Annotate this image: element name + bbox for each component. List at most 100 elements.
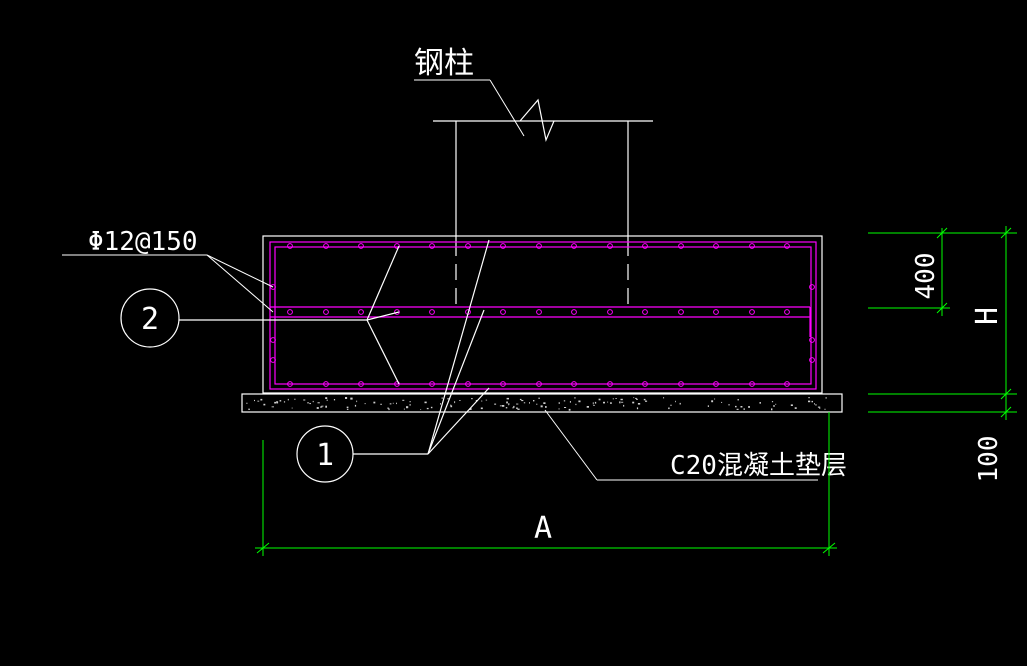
rebar-dot [607,381,613,387]
hatch-speck [279,400,282,402]
hatch-speck [521,400,524,402]
hatch-speck [819,407,821,409]
rebar-dot [784,309,790,315]
hatch-speck [430,406,433,409]
hatch-speck [325,397,328,399]
hatch-speck [771,401,774,403]
dimension-a [255,412,837,556]
hatch-speck [450,405,453,408]
hatch-speck [668,407,670,410]
hatch-speck [615,398,617,399]
hatch-speck [586,406,589,408]
hatch-speck [356,400,358,403]
dim-400-tick-bottom [936,302,948,314]
rebar-dot [678,309,684,315]
rebar-dot [358,381,364,387]
hatch-speck [345,397,348,399]
hatch-speck [424,401,427,404]
rebar-inner-stirrup [274,246,812,385]
hatch-speck [533,400,535,402]
hatch-speck [409,401,411,403]
callout-2-branch-mid [366,311,400,321]
hatch-speck [610,402,612,404]
rebar-dot [571,243,577,249]
callout-1-branch-mid [427,309,485,455]
hatch-speck [303,399,306,401]
hatch-speck [623,404,625,407]
hatch-speck [519,398,522,401]
rebar-dot [571,381,577,387]
rebar-spec-leader-1 [206,254,274,288]
hatch-speck [635,397,637,399]
hatch-speck [578,400,581,403]
hatch-speck [670,404,672,406]
rebar-dots [270,243,815,387]
hatch-speck [513,405,515,408]
rebar-dot [784,243,790,249]
rebar-spec-label: Φ12@150 [88,227,198,257]
hatch-speck [294,398,296,400]
callout-2-circle [120,288,180,348]
hatch-speck [711,400,714,403]
hatch-speck [471,398,473,400]
rebar-dot [323,381,329,387]
hatch-speck [485,399,488,401]
dimension-400-label: 400 [911,253,941,300]
hatch-speck [815,404,817,406]
rebar-dot [642,381,648,387]
rebar-dot [287,243,293,249]
hatch-speck [246,402,248,404]
dim-a-tick-right [822,542,836,554]
steel-column [433,98,653,310]
hatch-speck [663,397,665,399]
column-label: 钢柱 [414,46,474,81]
hatch-speck [633,397,635,399]
hatch-speck [593,404,595,406]
rebar-dot [500,381,506,387]
hatch-speck [512,407,514,409]
hatch-speck [364,403,366,405]
hatch-speck [325,405,327,408]
hatch-speck [775,403,777,405]
hatch-speck [426,407,429,410]
dimension-a-label: A [534,511,552,546]
rebar-dot [323,309,329,315]
hatch-speck [392,402,394,404]
hatch-speck [740,406,743,408]
hatch-speck [274,401,277,404]
rebar-dot [500,243,506,249]
rebar-dot [713,309,719,315]
hatch-speck [707,405,709,407]
hatch-speck [354,404,357,407]
rebar-dot [394,309,400,315]
rebar-dot [465,243,471,249]
hatch-speck [607,401,609,403]
hatch-speck [540,405,543,408]
rebar-dot [287,381,293,387]
callout-1-group [296,239,490,483]
hatch-speck [728,404,730,406]
hatch-speck [447,398,450,400]
rebar-dot [749,381,755,387]
hatch-speck [743,408,745,410]
hatch-speck [326,399,328,401]
hatch-speck [643,398,646,401]
dimension-h-label: H [970,307,1005,325]
hatch-speck [516,403,519,405]
hatch-speck [592,402,594,405]
rebar-dot [323,243,329,249]
rebar-dot [713,243,719,249]
hatch-speck [321,405,324,407]
rebar-spec-group: Φ12@150 [62,227,274,313]
rebar-dot [500,309,506,315]
hatch-speck [373,401,376,404]
hatch-speck [502,405,505,407]
hatch-speck [808,400,811,403]
rebar-dot [607,243,613,249]
rebar-dot [270,357,276,363]
bedding-label-group: C20混凝土垫层 [544,409,847,481]
hatch-speck [254,399,255,402]
hatch-speck [346,406,349,409]
rebar-dot [607,309,613,315]
